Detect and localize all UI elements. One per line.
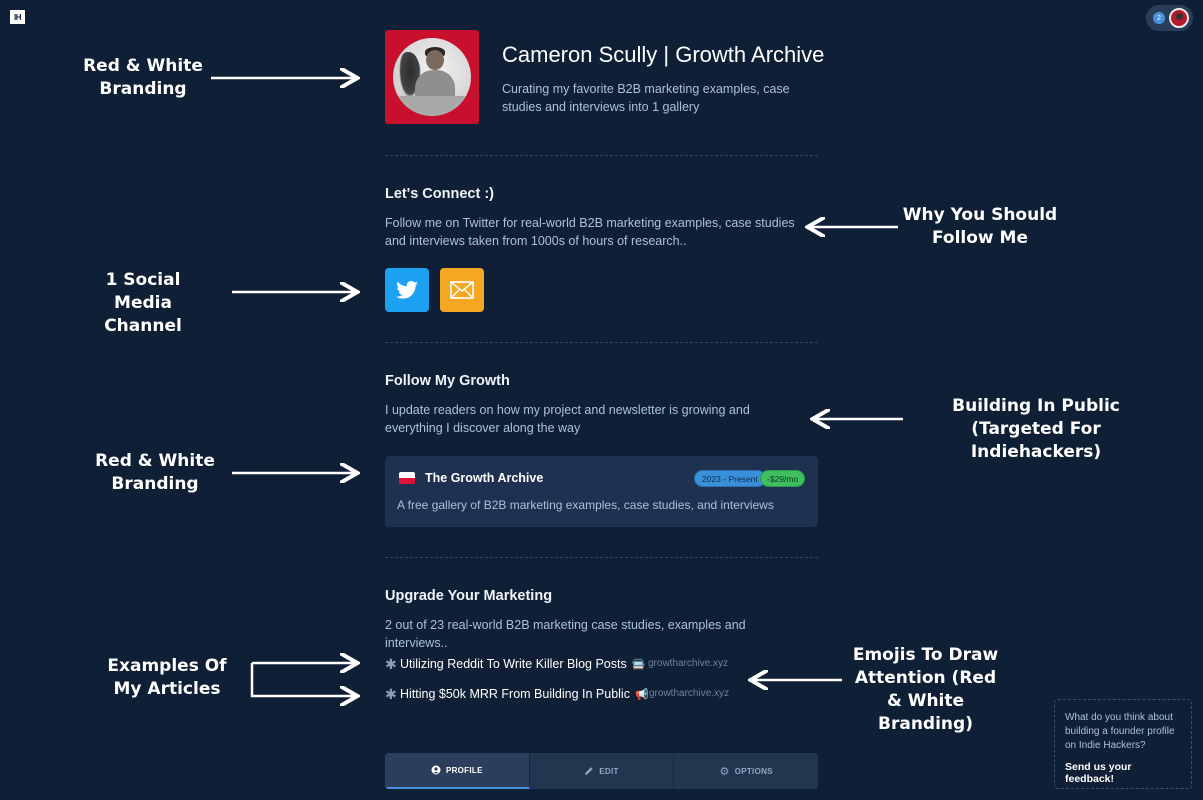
profile-name: Cameron Scully | Growth Archive [502, 42, 825, 67]
bus-emoji-icon: 🚍 [631, 658, 646, 671]
article-title[interactable]: Utilizing Reddit To Write Killer Blog Po… [400, 657, 627, 671]
upgrade-description: 2 out of 23 real-world B2B marketing cas… [385, 618, 746, 650]
tab-label: OPTIONS [734, 766, 773, 776]
notification-badge: 2 [1153, 12, 1165, 24]
article-title[interactable]: Hitting $50k MRR From Building In Public [400, 687, 630, 701]
annotation-label: Why You Should Follow Me [902, 205, 1058, 248]
date-badge: 2023 - Present [694, 470, 766, 487]
user-menu[interactable]: 2 [1146, 5, 1193, 31]
email-icon [450, 281, 474, 299]
asterisk-icon: ✱ [385, 655, 397, 672]
tab-profile[interactable]: PROFILE [385, 753, 530, 789]
article-item[interactable]: ✱ Hitting $50k MRR From Building In Publ… [385, 685, 649, 703]
twitter-button[interactable] [385, 268, 429, 312]
annotation-label: Emojis To Draw Attention (Red & White Br… [852, 645, 999, 734]
annotation-label: Red & White Branding [95, 451, 215, 494]
tab-edit[interactable]: EDIT [530, 753, 675, 789]
connect-title: Let's Connect :) [385, 186, 494, 202]
indie-hackers-logo[interactable]: IH [10, 10, 25, 24]
growth-description: I update readers on how my project and n… [385, 403, 750, 435]
arrow [250, 663, 355, 696]
megaphone-emoji-icon: 📢 [634, 688, 649, 701]
project-description: A free gallery of B2B marketing examples… [397, 498, 774, 512]
section-divider [385, 557, 818, 558]
gear-icon: ⚙ [719, 765, 730, 778]
profile-tagline: Curating my favorite B2B marketing examp… [502, 82, 790, 114]
twitter-icon [396, 281, 418, 299]
profile-avatar [385, 30, 479, 124]
price-badge: -$29/mo [760, 470, 806, 487]
annotation-label: Building In Public (Targeted For Indieha… [952, 396, 1120, 462]
user-avatar [1169, 8, 1189, 28]
tab-label: EDIT [599, 766, 619, 776]
article-domain[interactable]: growtharchive.xyz [648, 658, 729, 669]
flag-icon [399, 472, 415, 484]
email-button[interactable] [440, 268, 484, 312]
annotation-label: Red & White Branding [83, 56, 203, 99]
asterisk-icon: ✱ [385, 685, 397, 702]
feedback-question: What do you think about building a found… [1065, 712, 1175, 751]
article-domain[interactable]: growtharchive.xyz [649, 688, 730, 699]
feedback-link[interactable]: Send us your feedback! [1065, 761, 1132, 785]
connect-description: Follow me on Twitter for real-world B2B … [385, 216, 795, 248]
annotation-label: Examples Of My Articles [107, 656, 227, 699]
pencil-icon [585, 767, 593, 775]
section-divider [385, 342, 818, 343]
project-card[interactable]: The Growth Archive 2023 - Present -$29/m… [385, 456, 818, 527]
tab-label: PROFILE [445, 765, 483, 775]
article-item[interactable]: ✱ Utilizing Reddit To Write Killer Blog … [385, 655, 645, 673]
section-divider [385, 155, 818, 156]
annotation-label: 1 Social Media Channel [104, 270, 182, 336]
tab-options[interactable]: ⚙ OPTIONS [674, 753, 818, 789]
profile-tabbar: PROFILE EDIT ⚙ OPTIONS [385, 753, 818, 789]
feedback-widget: What do you think about building a found… [1054, 699, 1192, 789]
growth-title: Follow My Growth [385, 373, 510, 389]
user-circle-icon [431, 765, 441, 775]
upgrade-title: Upgrade Your Marketing [385, 588, 553, 604]
avatar-photo [393, 38, 471, 116]
project-name[interactable]: The Growth Archive [425, 471, 544, 485]
